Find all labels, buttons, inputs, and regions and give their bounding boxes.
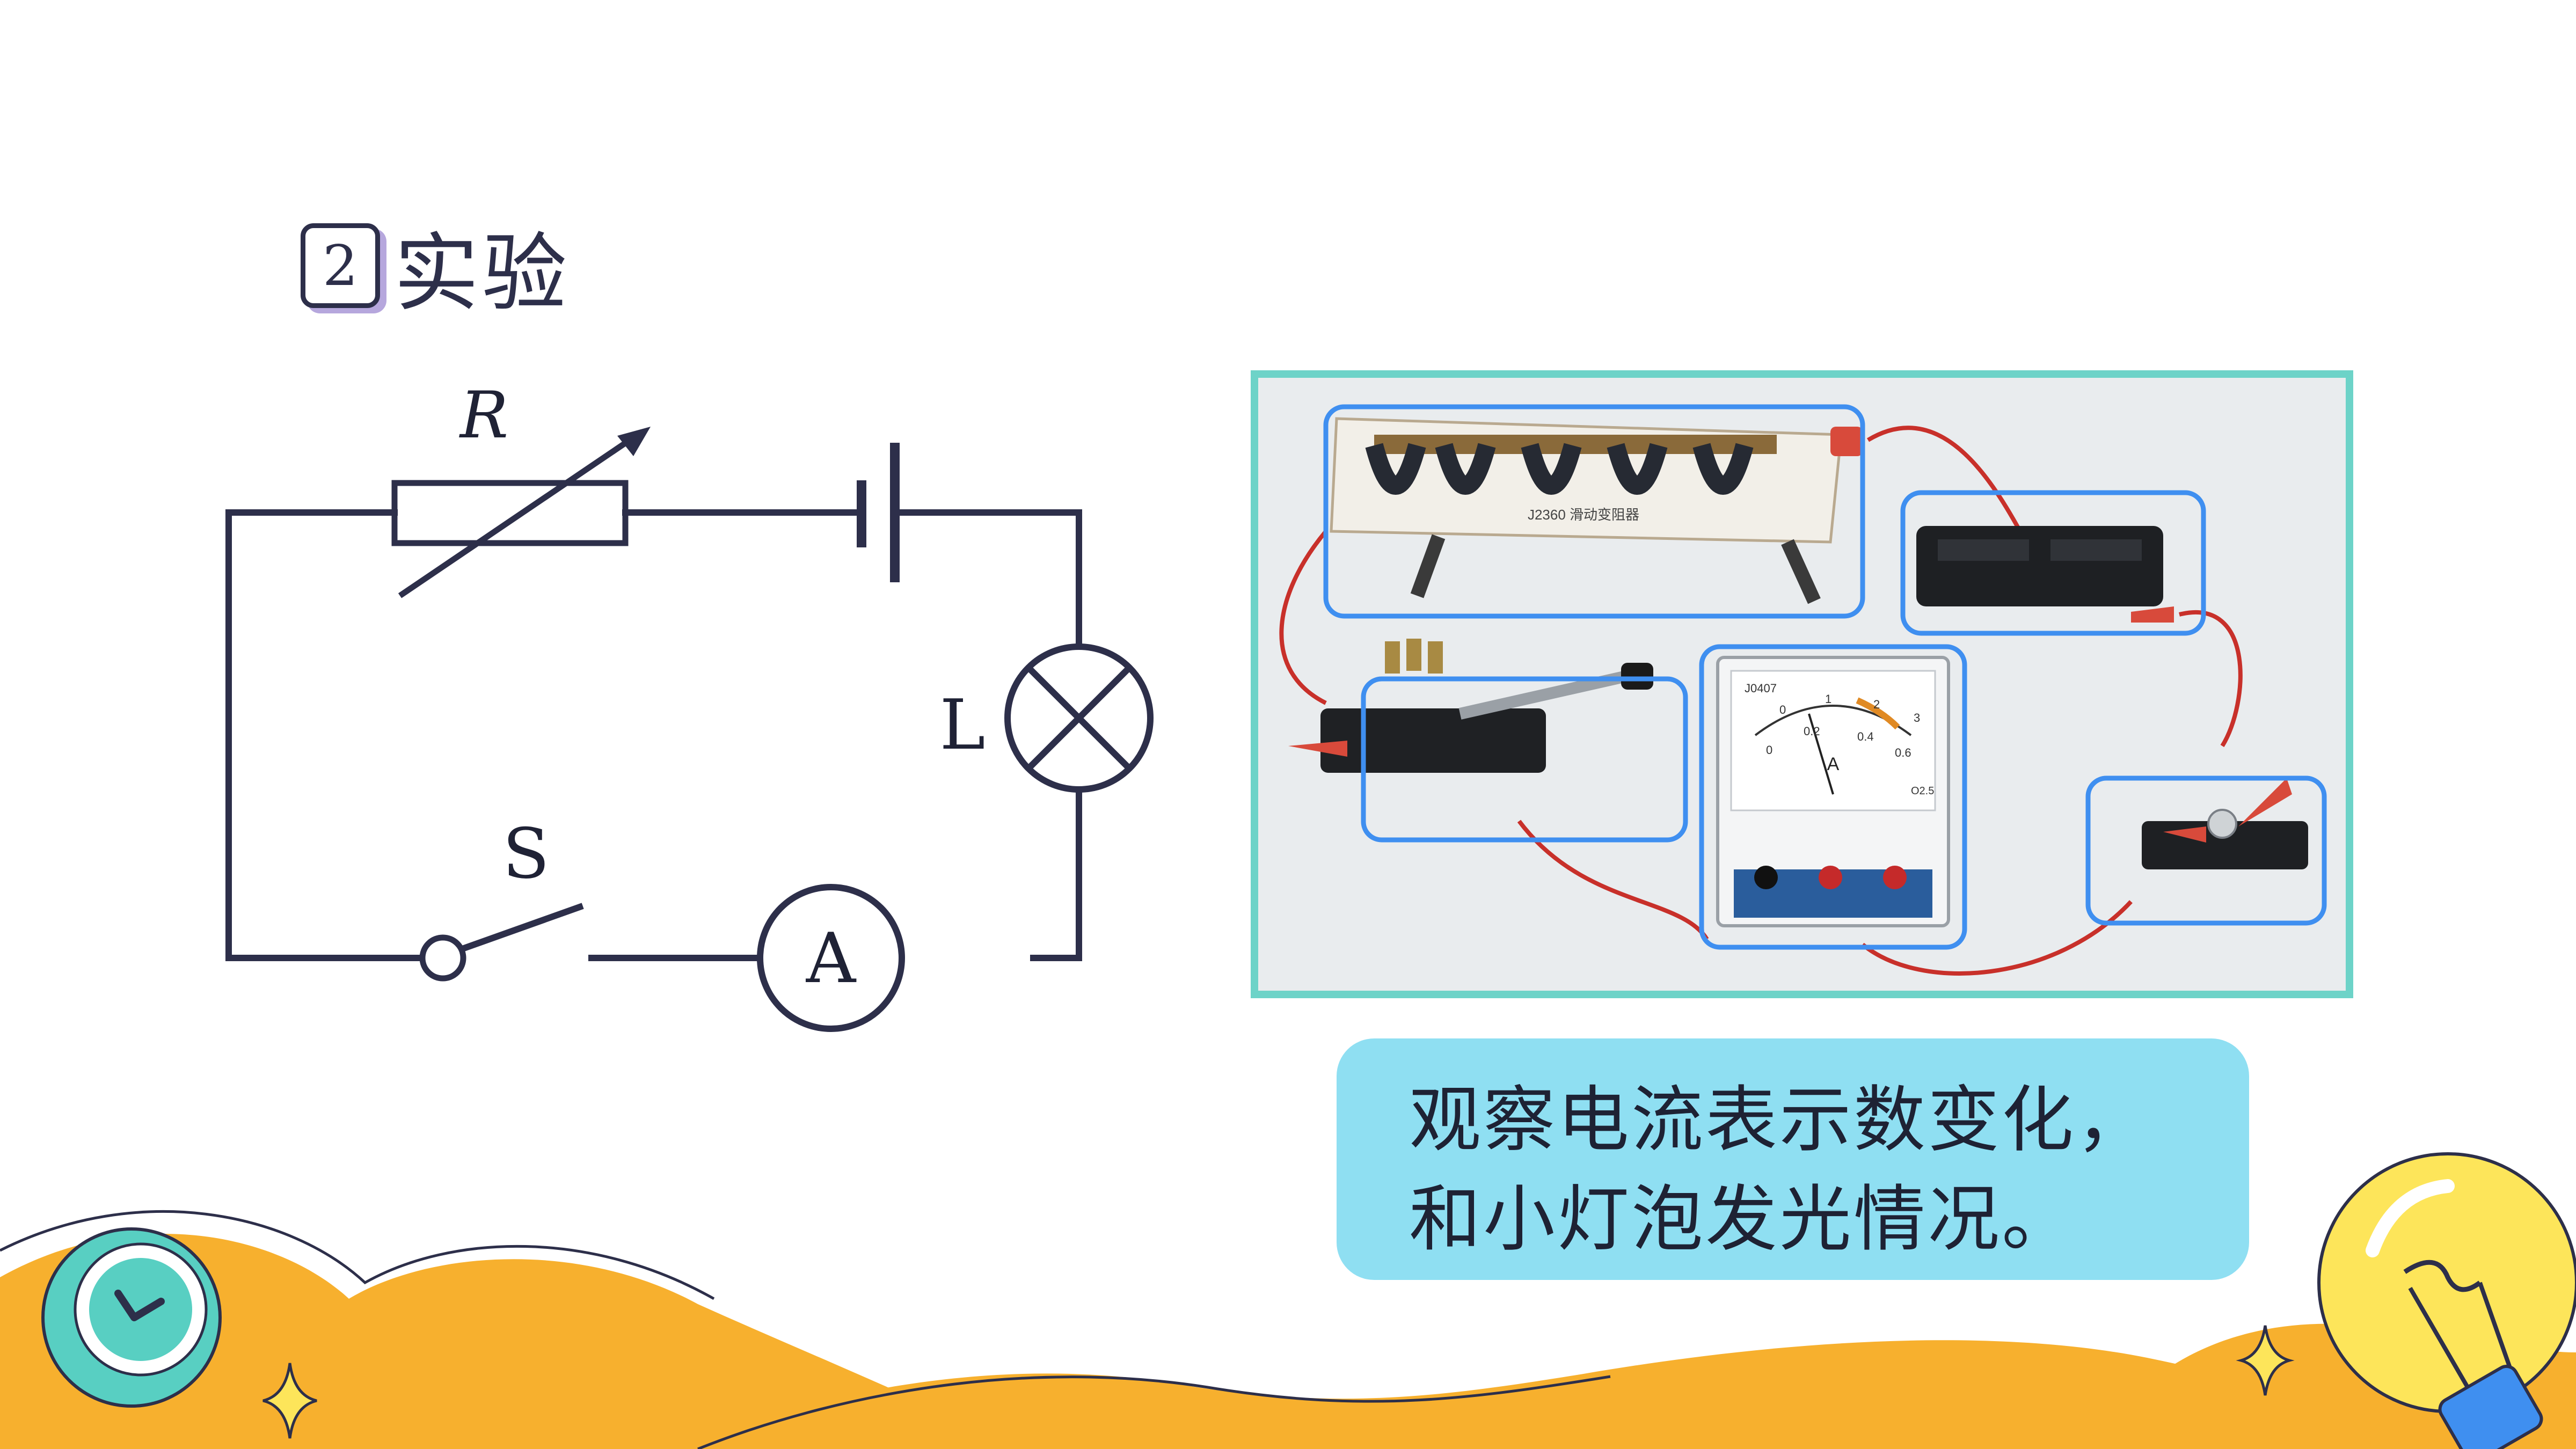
ammeter-device: J0407 0 0.2 0.4 0.6 0 1 2 3 A O2.5 (1716, 656, 1950, 927)
ammeter-upper-scale-3: 3 (1914, 711, 1920, 724)
variable-resistor (391, 480, 629, 546)
bottom-wave-outline-2 (0, 1210, 715, 1300)
highlight-box-lamp (2085, 775, 2327, 926)
section-heading: 2 实验 (301, 217, 570, 323)
circuit-diagram: R L S A (225, 378, 1154, 1032)
ammeter-scale-0: 0 (1766, 743, 1772, 757)
bottom-wave-outline (697, 1375, 1611, 1449)
highlight-box-switch (1361, 676, 1688, 843)
wire-right (1030, 786, 1082, 961)
highlight-box-battery (1900, 490, 2206, 636)
wire-red (1861, 900, 2133, 976)
switch-label: S (502, 814, 550, 894)
knife-switch (1288, 663, 1653, 773)
caption-line-1: 观察电流表示数变化， (1409, 1078, 2150, 1162)
ammeter-class: O2.5 (1911, 785, 1934, 797)
wire-top-right (892, 509, 1082, 650)
lamp-holder (2142, 778, 2308, 869)
ammeter-symbol (757, 884, 905, 1032)
spare-clips (1385, 639, 1443, 674)
ammeter-upper-scale-2: 2 (1873, 698, 1880, 711)
ammeter-face-symbol: A (1827, 754, 1840, 774)
ammeter-label: A (806, 919, 857, 999)
resistor-label: R (459, 378, 508, 453)
resistor-arrowhead (617, 427, 651, 456)
wire-left (225, 509, 435, 961)
clock-icon (41, 1227, 222, 1408)
highlight-box-ammeter (1699, 644, 1967, 950)
lamp-label: L (940, 685, 986, 765)
switch-blade (452, 903, 584, 955)
wire-red (1517, 819, 1709, 941)
ammeter-model: J0407 (1745, 682, 1777, 695)
lightbulb-icon (2317, 1152, 2576, 1449)
ammeter-upper-scale-0: 0 (1779, 703, 1786, 716)
section-title: 实验 (394, 224, 570, 323)
switch-pivot (419, 934, 466, 982)
bottom-wave-back (0, 1234, 1020, 1449)
resistance-box: J2360 滑动变阻器 (1330, 417, 1863, 604)
highlight-box-resistance (1323, 404, 1865, 619)
sparkle-icon (2236, 1325, 2295, 1396)
lamp-symbol (1004, 643, 1154, 793)
caption-box: 观察电流表示数变化， 和小灯泡发光情况。 (1337, 1038, 2249, 1280)
ammeter-scale-2: 0.4 (1857, 730, 1874, 743)
ammeter-scale-1: 0.2 (1804, 724, 1820, 738)
section-number-badge: 2 (301, 223, 380, 308)
caption-line-2: 和小灯泡发光情况。 (1409, 1177, 2076, 1261)
battery-holder (1916, 526, 2174, 623)
sparkle-icon (262, 1363, 317, 1439)
resistor-arrow (398, 433, 638, 598)
wire-red (1279, 530, 1328, 705)
wire-red (1866, 426, 2031, 548)
resistance-box-label: J2360 滑动变阻器 (1528, 507, 1639, 523)
ammeter-scale-3: 0.6 (1895, 746, 1911, 759)
ammeter-upper-scale-1: 1 (1825, 692, 1831, 706)
bottom-wave-mid (671, 1340, 2576, 1449)
experiment-photo: J2360 滑动变阻器 J0407 0 0.2 0.4 0.6 0 1 2 (1251, 370, 2353, 998)
